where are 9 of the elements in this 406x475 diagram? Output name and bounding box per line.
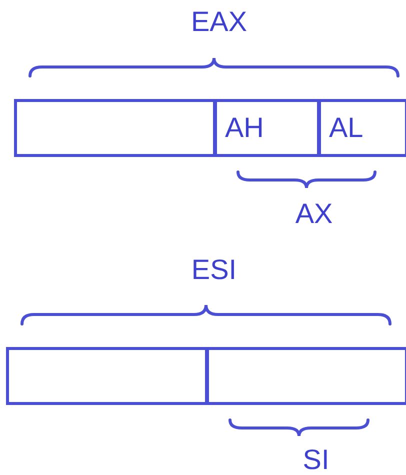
register-cell xyxy=(206,347,406,405)
register-cell: AH xyxy=(214,99,320,157)
register-label: EAX xyxy=(190,8,248,36)
register-cell xyxy=(14,99,216,157)
register-label: AX xyxy=(295,200,333,228)
register-cell: AL xyxy=(318,99,406,157)
register-cell xyxy=(6,347,208,405)
register-label: ESI xyxy=(191,256,237,284)
register-label: SI xyxy=(302,446,330,474)
